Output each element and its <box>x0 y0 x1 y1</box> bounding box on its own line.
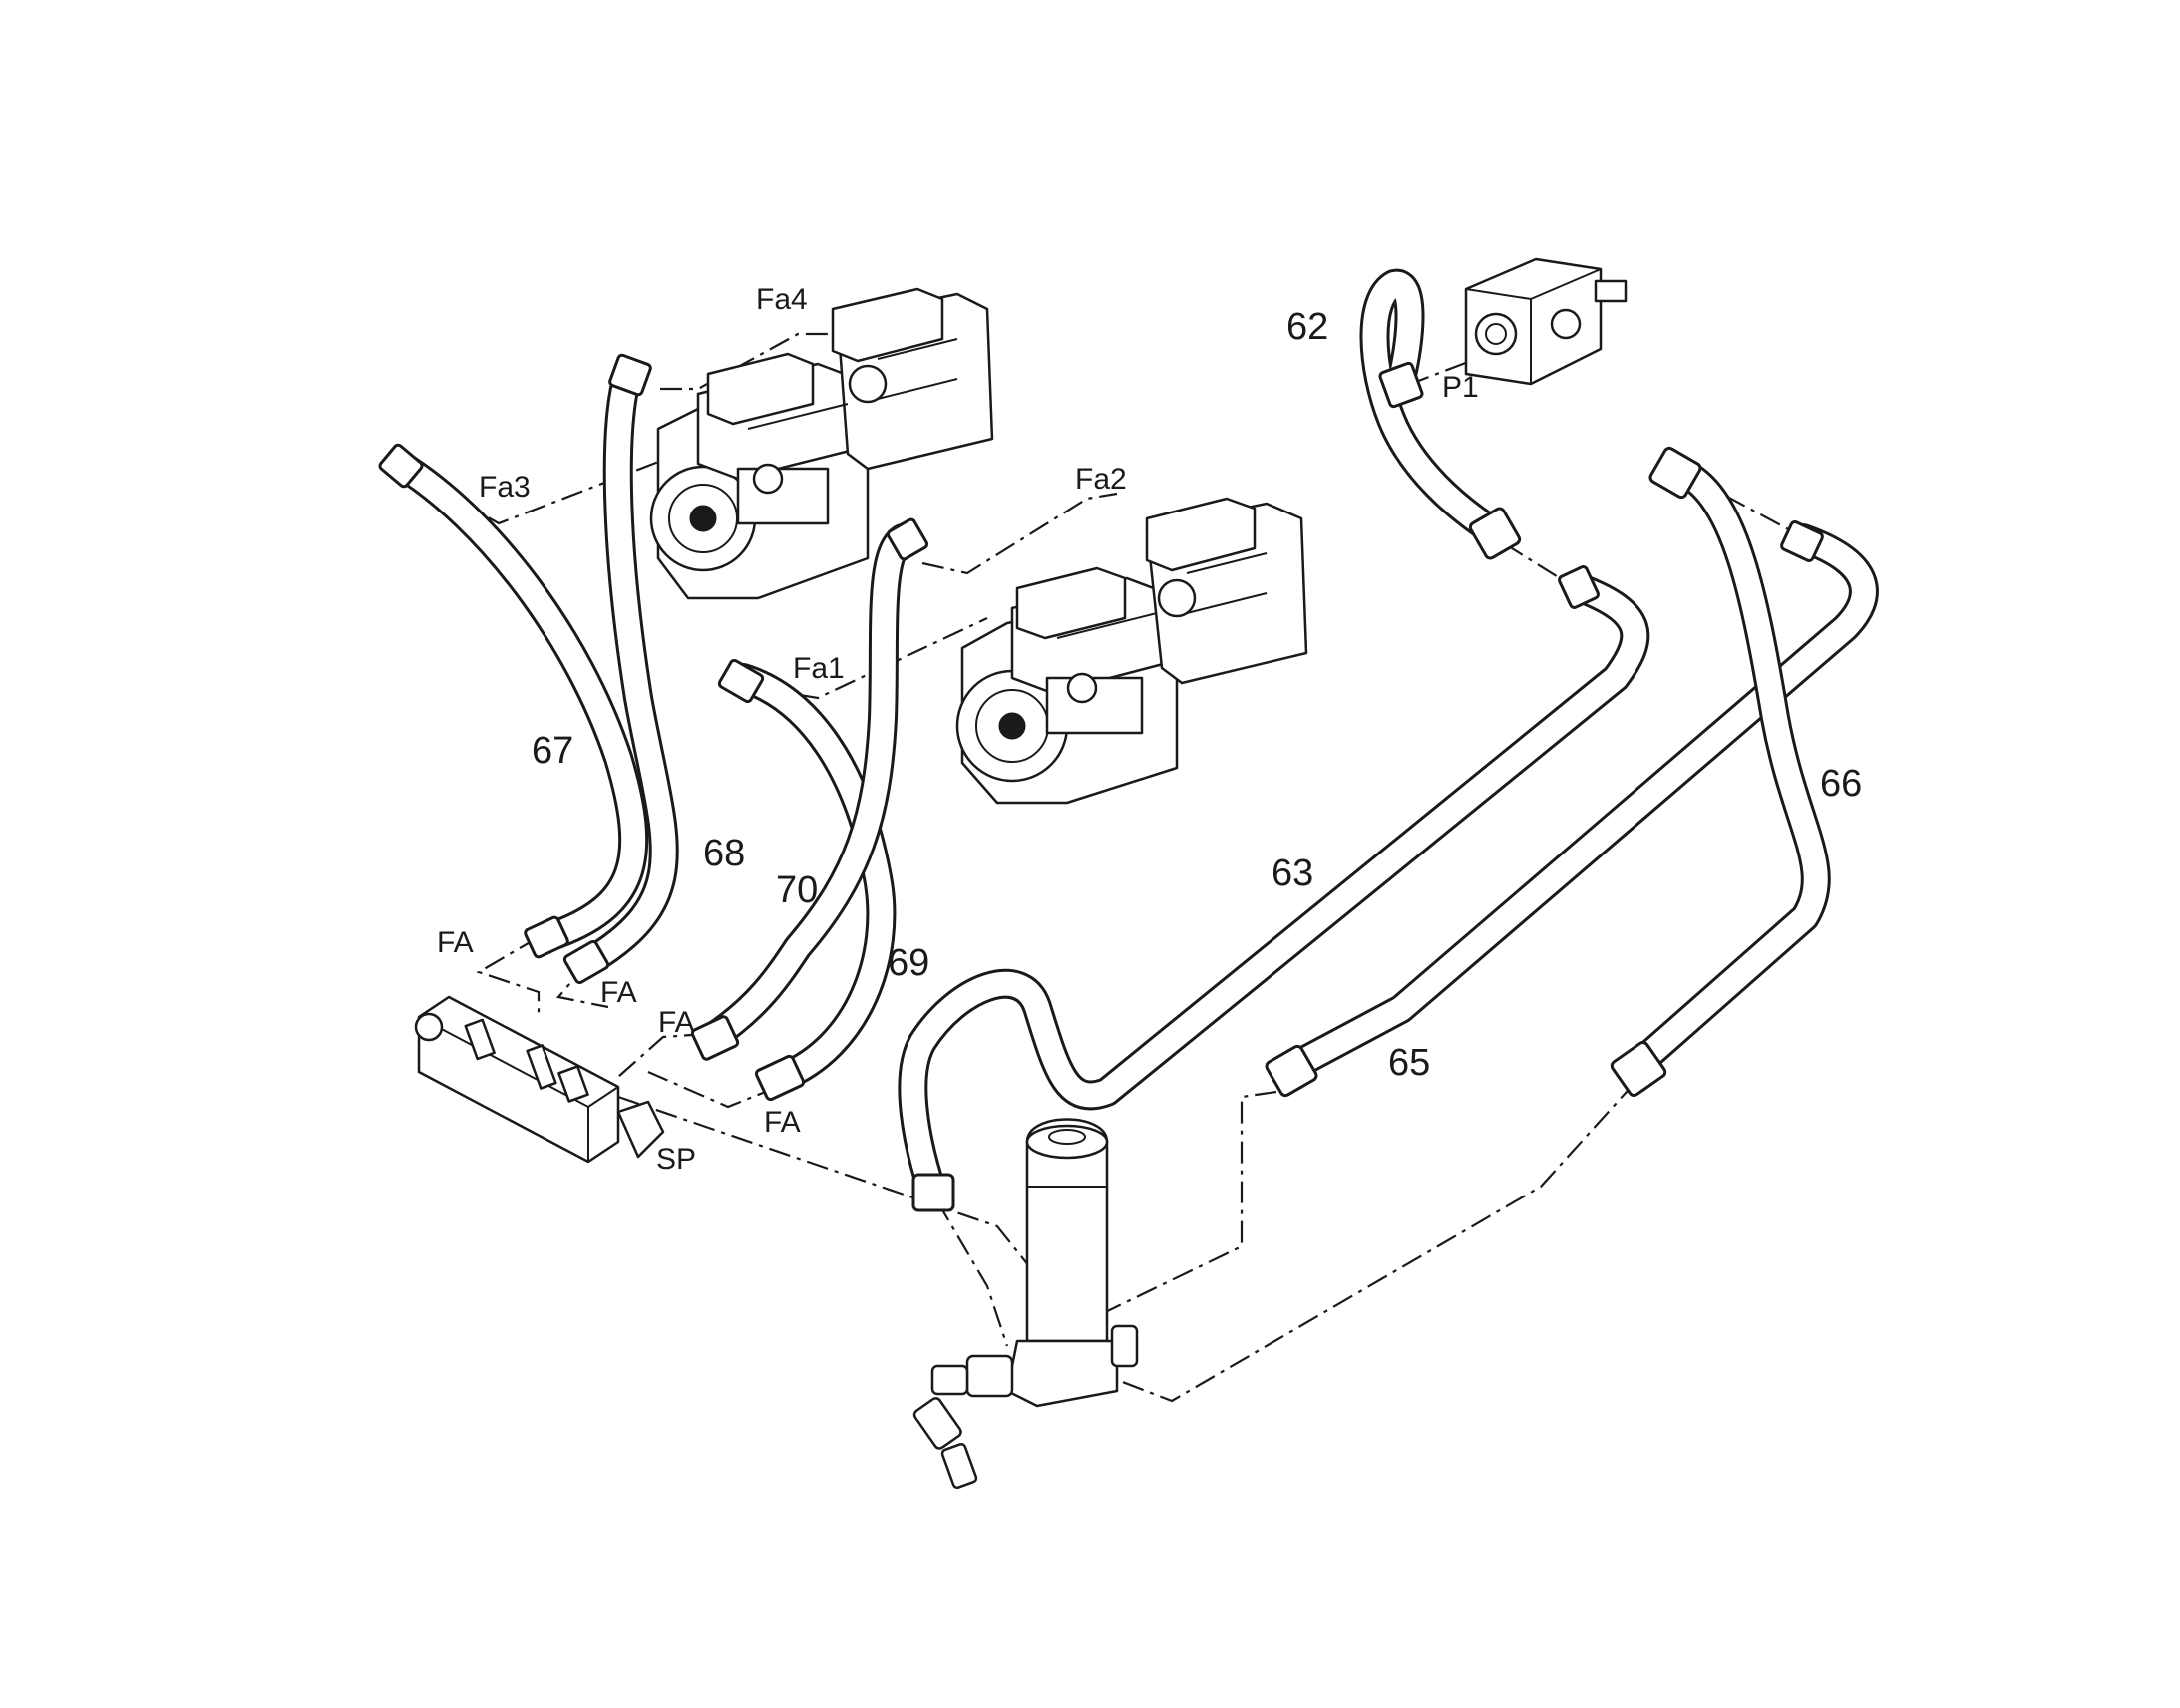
port-label-fa2: Fa2 <box>1075 463 1127 496</box>
hose-67[interactable] <box>378 443 649 959</box>
hose-69[interactable] <box>717 658 897 1102</box>
callout-numbers: 62 63 65 66 67 68 69 70 <box>532 306 1862 1084</box>
port-label-sp: SP <box>656 1143 696 1176</box>
leader-sp <box>617 1095 1038 1277</box>
leader-fa-left <box>476 936 541 1017</box>
leader-fa-bottom <box>647 1070 779 1109</box>
hose-68[interactable] <box>562 353 679 985</box>
port-label-fa-c: FA <box>658 1006 695 1039</box>
callout-68: 68 <box>703 833 745 874</box>
callout-66: 66 <box>1820 763 1862 805</box>
valve-block-p1 <box>1464 257 1628 386</box>
leader-fa2 <box>921 492 1118 575</box>
hydraulic-pump-upper <box>649 287 994 600</box>
hose-62[interactable] <box>1359 268 1522 560</box>
port-label-p1: P1 <box>1442 371 1479 404</box>
leader-fa4 <box>660 332 888 391</box>
hose-70[interactable] <box>690 517 929 1061</box>
callout-70: 70 <box>776 869 818 911</box>
hydraulic-pump-lower <box>955 497 1308 805</box>
leader-65-filter <box>1096 1090 1277 1317</box>
port-label-fa4: Fa4 <box>756 283 808 316</box>
hose-65[interactable] <box>1265 520 1879 1098</box>
leader-p1 <box>1407 357 1477 387</box>
manifold-block <box>414 995 665 1164</box>
port-label-fa3: Fa3 <box>479 471 531 504</box>
hose-63[interactable] <box>898 565 1650 1212</box>
port-label-fa-d: FA <box>764 1106 801 1139</box>
port-labels: Fa4 Fa3 Fa2 Fa1 P1 FA FA FA FA SP <box>437 283 1479 1176</box>
callout-63: 63 <box>1272 853 1313 894</box>
callout-65: 65 <box>1388 1042 1430 1084</box>
leader-63-filter <box>936 1200 1009 1347</box>
callout-62: 62 <box>1286 306 1328 348</box>
filter-housing <box>912 1118 1139 1490</box>
leader-fa-mid <box>617 1032 707 1078</box>
callout-67: 67 <box>532 730 573 772</box>
port-label-fa-a: FA <box>437 926 474 959</box>
port-label-fa1: Fa1 <box>793 652 845 685</box>
port-label-fa-b: FA <box>600 976 637 1009</box>
callout-69: 69 <box>888 942 929 984</box>
leader-66-filter <box>1106 1081 1636 1403</box>
hose-66[interactable] <box>1610 446 1831 1098</box>
